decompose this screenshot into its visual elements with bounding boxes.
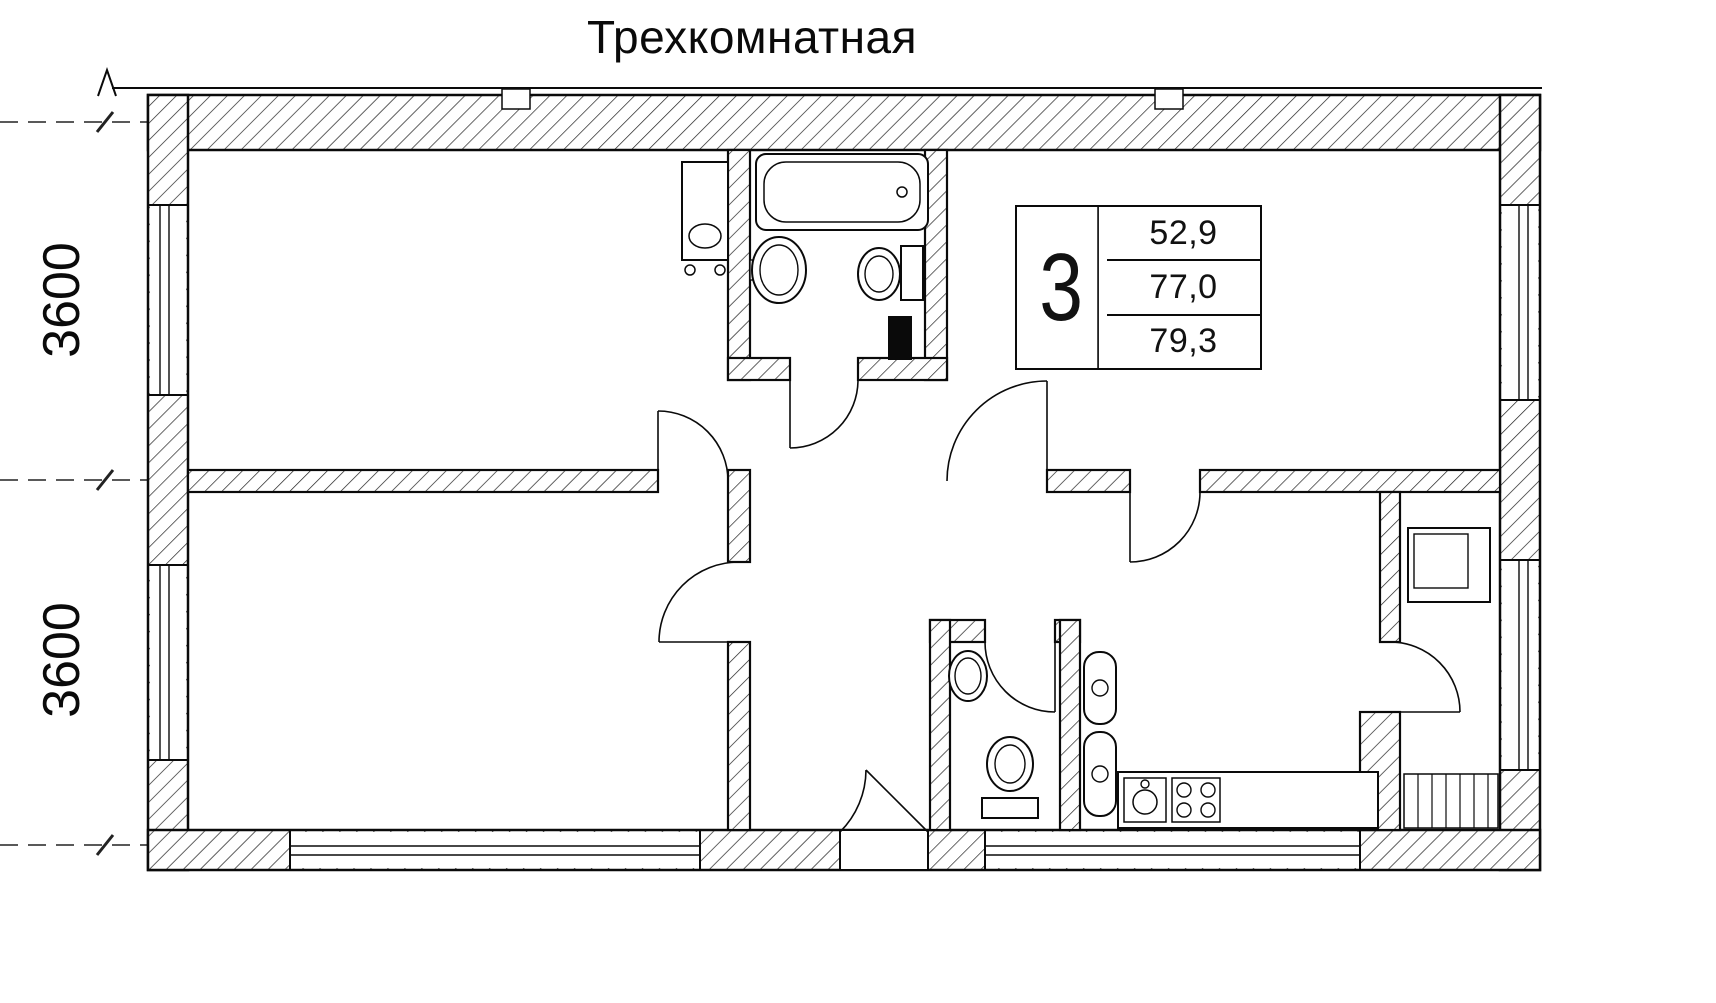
water-heater	[1083, 651, 1117, 817]
hall-wall-lower	[726, 640, 752, 832]
wc-wall-left	[928, 618, 952, 832]
apartment-info-table: 3 52,9 77,0 79,3	[1015, 205, 1262, 370]
bathroom-sink	[749, 236, 807, 304]
doors	[657, 379, 1461, 833]
bathroom-wall-left	[726, 148, 752, 382]
break-mark	[97, 66, 117, 97]
grille	[1403, 773, 1499, 829]
plan-title: Трехкомнатная	[587, 11, 917, 63]
dimension-label-lower: 3600	[33, 602, 91, 718]
bathroom-wall-bottom-right	[856, 356, 949, 382]
bathroom-wall-bottom-left	[726, 356, 792, 382]
window-bottom-right	[984, 830, 1361, 870]
kitchen-fixtures	[1117, 527, 1499, 829]
area-total: 79,3	[1107, 313, 1260, 368]
kitchen-wall-right-upper	[1378, 490, 1402, 644]
wc-wall-right	[1058, 618, 1082, 832]
door-bathroom	[789, 379, 859, 449]
dimension-ticks	[95, 111, 115, 856]
hall-wall-upper	[726, 468, 752, 564]
mid-wall-right	[1198, 468, 1502, 494]
window-bottom-left	[289, 830, 701, 870]
mid-wall-left	[186, 468, 660, 494]
interior-walls	[186, 148, 1502, 832]
area-living: 52,9	[1149, 213, 1218, 252]
door-kitchen	[1129, 491, 1201, 563]
wc-sink	[948, 650, 988, 702]
wc-fixtures	[948, 650, 1117, 819]
window-left-lower	[148, 564, 188, 761]
area-apartment: 77,0	[1107, 259, 1260, 313]
window-right-upper	[1500, 204, 1540, 401]
area-list: 52,9 77,0 79,3	[1107, 207, 1260, 368]
door-wc	[984, 641, 1056, 713]
bathtub	[755, 153, 929, 231]
wall-top	[146, 93, 1542, 152]
mid-wall-stub	[1045, 468, 1132, 494]
kitchen-sink	[1123, 777, 1167, 823]
ventilation-duct	[888, 316, 912, 360]
door-entrance	[839, 769, 929, 833]
fridge	[1407, 527, 1491, 603]
door-room-bottom-left	[658, 561, 740, 643]
window-left-upper	[148, 204, 188, 396]
bathroom-fixtures	[749, 153, 929, 304]
door-room-top-left	[657, 410, 729, 482]
door-corridor	[1389, 641, 1461, 713]
column-marks	[501, 88, 1184, 110]
window-right-lower	[1500, 559, 1540, 771]
room-count: 3	[1025, 207, 1099, 368]
entrance-opening	[839, 830, 929, 870]
bathroom-toilet	[857, 245, 924, 301]
stove	[1171, 777, 1221, 823]
section-line	[97, 66, 1542, 97]
sink-cabinet	[681, 161, 729, 276]
windows	[148, 204, 1540, 870]
door-room-top-right	[946, 380, 1048, 482]
dimension-label-upper: 3600	[33, 242, 91, 358]
wc-toilet	[981, 736, 1039, 819]
